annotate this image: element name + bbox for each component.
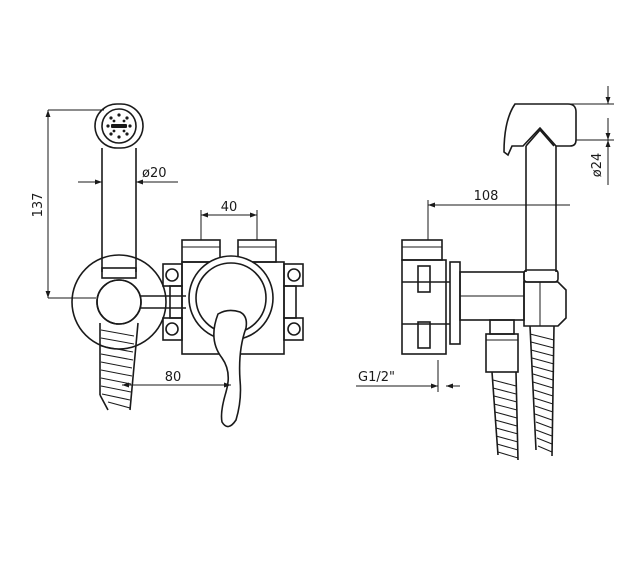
dim-head-dia-24: ø24 bbox=[576, 118, 614, 185]
hose-side bbox=[491, 325, 555, 461]
dim-hose-dia-label: ø20 bbox=[142, 166, 167, 181]
hand-shower-head-side bbox=[503, 103, 577, 157]
hand-shower-head bbox=[94, 103, 144, 149]
dim-height-label: 137 bbox=[31, 193, 46, 218]
dim-hose-dia-20: ø20 bbox=[78, 166, 178, 185]
dim-handle-offset-80: 80 bbox=[122, 370, 231, 388]
hose-front bbox=[99, 322, 139, 411]
dim-inlet-spacing-label: 40 bbox=[221, 200, 238, 215]
spray-nozzles-icon bbox=[106, 113, 132, 139]
dim-top-reference bbox=[568, 86, 614, 105]
dim-thread-label: G1/2" bbox=[358, 370, 395, 385]
valve-body-side bbox=[401, 239, 525, 373]
hand-shower-handle bbox=[101, 148, 137, 279]
dim-handle-offset-label: 80 bbox=[165, 370, 182, 385]
dim-inlet-spacing-40: 40 bbox=[200, 200, 258, 240]
dim-height-137: 137 bbox=[31, 109, 104, 299]
wall-bracket bbox=[71, 254, 167, 350]
dim-depth-108: 108 bbox=[427, 189, 570, 240]
dim-depth-label: 108 bbox=[474, 189, 499, 204]
dim-head-dia-label: ø24 bbox=[590, 153, 605, 178]
side-view: ø24 108 bbox=[356, 86, 614, 461]
mixer-lever bbox=[213, 309, 248, 428]
dim-thread-g12: G1/2" bbox=[356, 360, 460, 392]
wall-bracket-side bbox=[523, 269, 567, 327]
front-view: 137 ø20 bbox=[31, 103, 304, 428]
